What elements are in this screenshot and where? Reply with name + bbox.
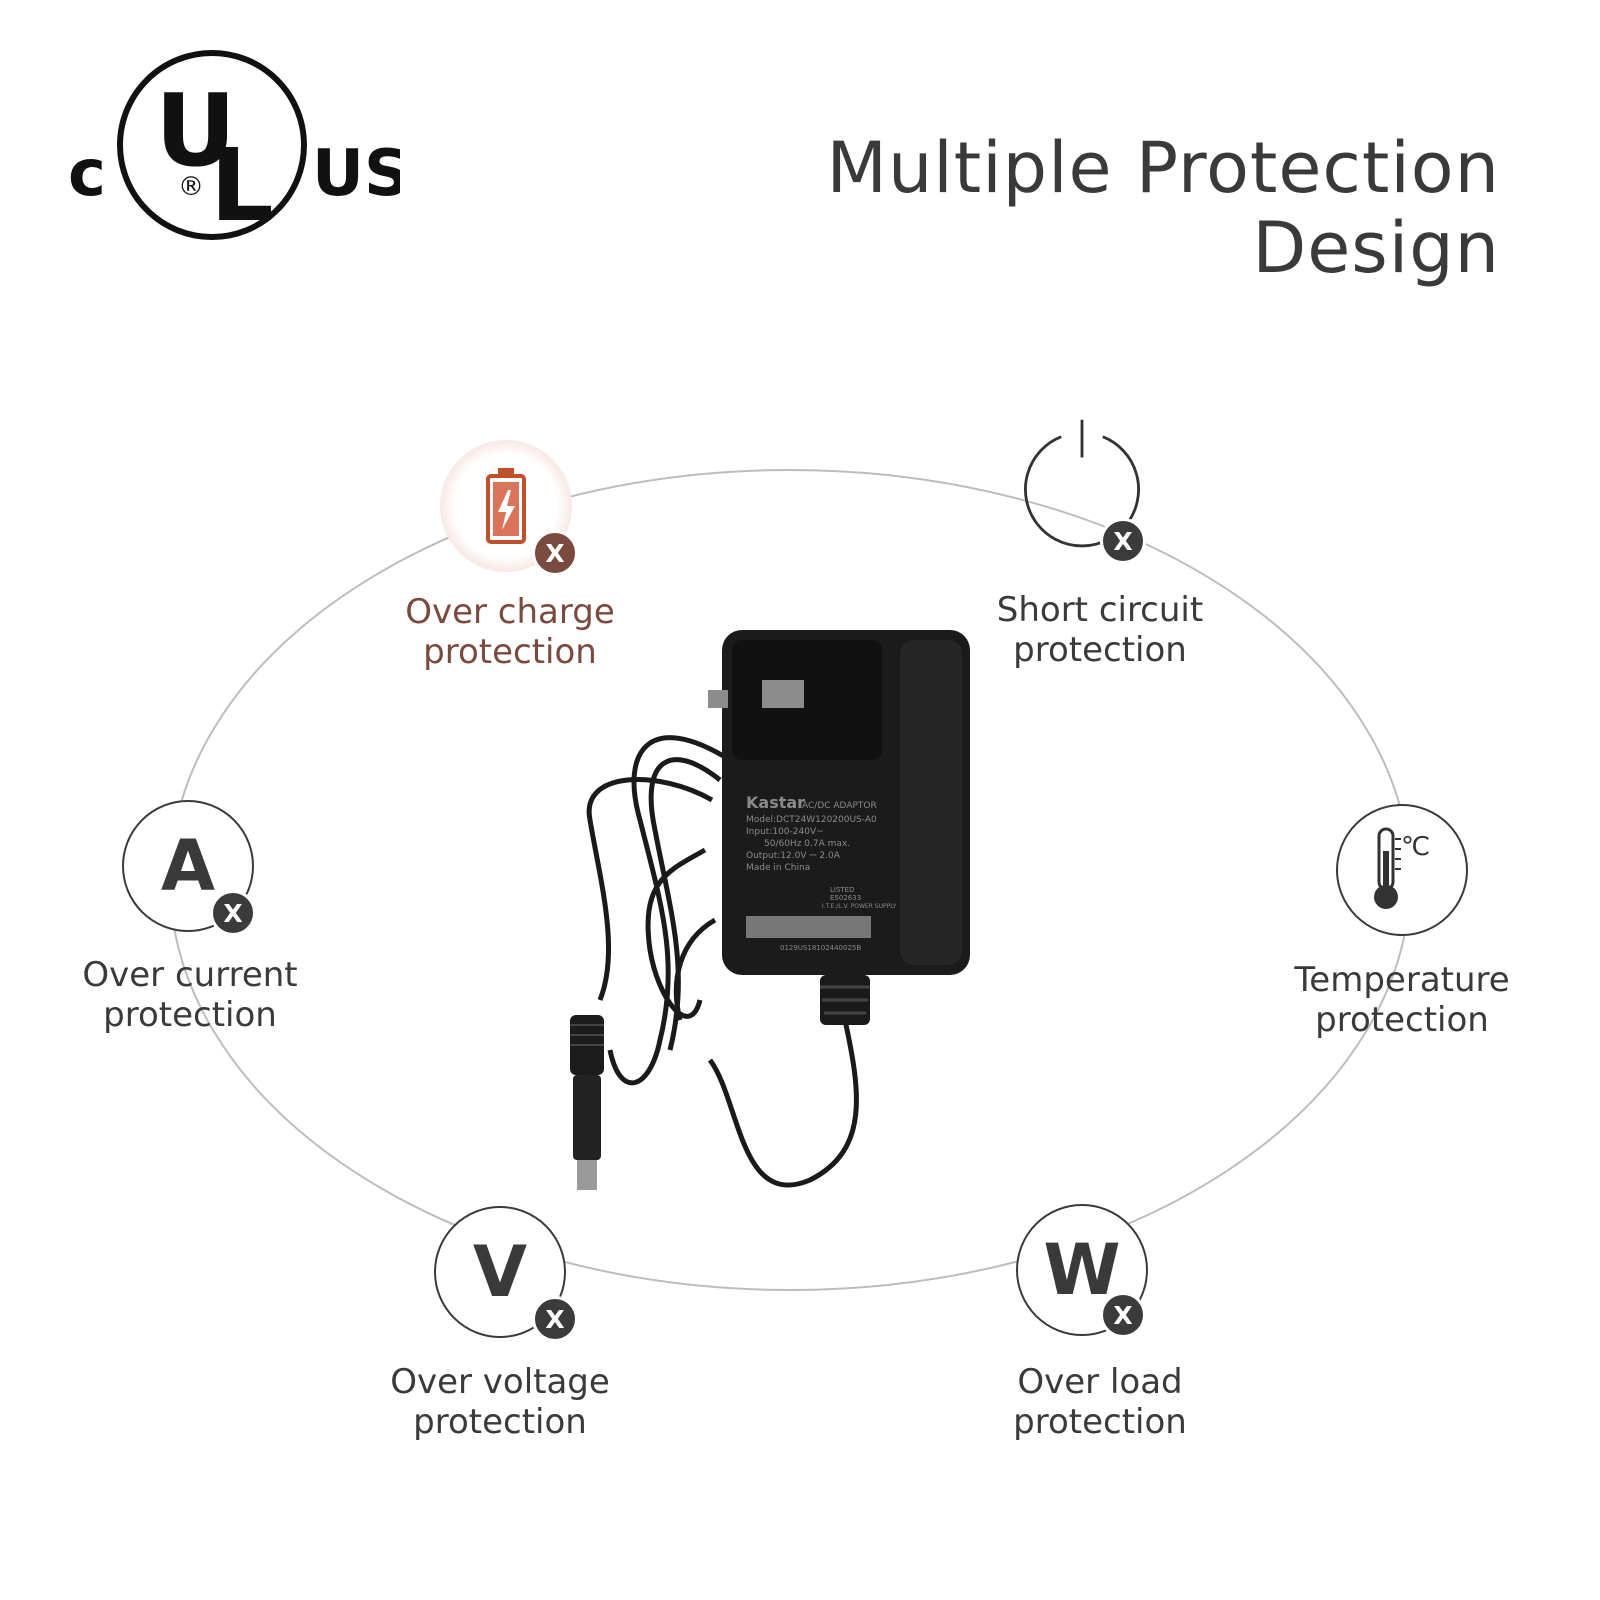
over-current-label-line-1: Over current — [82, 955, 298, 995]
watt-icon: W — [1043, 1229, 1121, 1311]
strain-relief — [820, 975, 870, 1025]
ul-certification-logo: c U L ® US — [68, 50, 400, 244]
adapter-type: AC/DC ADAPTOR — [802, 801, 877, 811]
power-icon — [1024, 419, 1140, 548]
adapter-model: Model:DCT24W120200US-A0 — [746, 815, 877, 825]
adapter-ite: I.T.E./L.V. POWER SUPPLY — [822, 903, 897, 910]
ul-c-letter: c — [68, 137, 106, 211]
temperature-label: Temperature protection — [1252, 960, 1552, 1040]
adapter-made: Made in China — [746, 863, 810, 873]
adapter-body: Kastar AC/DC ADAPTOR Model:DCT24W120200U… — [708, 630, 970, 975]
celsius-unit: ℃ — [1401, 832, 1430, 862]
battery-charge-icon — [486, 468, 526, 544]
page-title: Multiple Protection Design — [827, 128, 1500, 288]
short-circuit-x-badge: X — [1100, 518, 1146, 564]
over-charge-label: Over charge protection — [360, 592, 660, 672]
temperature-icon-circle: ℃ — [1336, 804, 1468, 936]
over-current-x-badge: X — [210, 890, 256, 936]
over-current-label: Over current protection — [40, 955, 340, 1035]
over-current-label-line-2: protection — [103, 995, 277, 1035]
temperature-label-line-2: protection — [1315, 1000, 1489, 1040]
title-line-1: Multiple Protection — [826, 127, 1500, 209]
adapter-input-2: 50/60Hz 0.7A max. — [764, 839, 850, 849]
over-voltage-label: Over voltage protection — [350, 1362, 650, 1442]
ul-l-letter: L — [210, 127, 274, 244]
over-charge-x-badge: X — [532, 530, 578, 576]
dc-barrel-plug — [570, 1015, 604, 1190]
power-adapter-image: Kastar AC/DC ADAPTOR Model:DCT24W120200U… — [570, 630, 970, 1190]
coiled-cable — [586, 735, 859, 1188]
plug-prong-large — [762, 680, 804, 708]
over-load-label-line-1: Over load — [1017, 1362, 1183, 1402]
over-voltage-x-badge: X — [532, 1296, 578, 1342]
volt-icon: V — [472, 1231, 528, 1313]
short-circuit-label: Short circuit protection — [950, 590, 1250, 670]
adapter-input: Input:100-240V~ — [746, 827, 824, 837]
ul-us-letters: US — [312, 137, 400, 211]
over-current-icon-circle: A — [122, 800, 254, 932]
over-voltage-label-line-2: protection — [413, 1402, 587, 1442]
over-load-x-badge: X — [1100, 1292, 1146, 1338]
ul-registered-mark: ® — [178, 172, 204, 202]
thermometer-icon: ℃ — [1374, 827, 1430, 909]
temperature-label-line-1: Temperature — [1294, 960, 1510, 1000]
ampere-icon: A — [160, 825, 216, 907]
plug-prong-small — [708, 690, 728, 708]
adapter-brand: Kastar — [746, 793, 805, 812]
over-voltage-icon-circle: V — [434, 1206, 566, 1338]
adapter-file: E502633 — [830, 894, 861, 902]
barcode — [746, 916, 871, 938]
short-circuit-icon-circle — [1016, 416, 1148, 548]
over-load-label: Over load protection — [950, 1362, 1250, 1442]
short-circuit-label-line-1: Short circuit — [996, 590, 1204, 630]
adapter-output: Output:12.0V ⎓ 2.0A — [746, 851, 841, 861]
title-line-2: Design — [1252, 207, 1500, 289]
adapter-listed: LISTED — [830, 886, 855, 894]
short-circuit-label-line-2: protection — [1013, 630, 1187, 670]
ul-u-letter: U — [155, 72, 236, 189]
over-voltage-label-line-1: Over voltage — [390, 1362, 610, 1402]
adapter-serial: 0129US18102440025B — [780, 944, 861, 952]
over-load-label-line-2: protection — [1013, 1402, 1187, 1442]
over-charge-label-line-1: Over charge — [405, 592, 615, 632]
over-charge-label-line-2: protection — [423, 632, 597, 672]
